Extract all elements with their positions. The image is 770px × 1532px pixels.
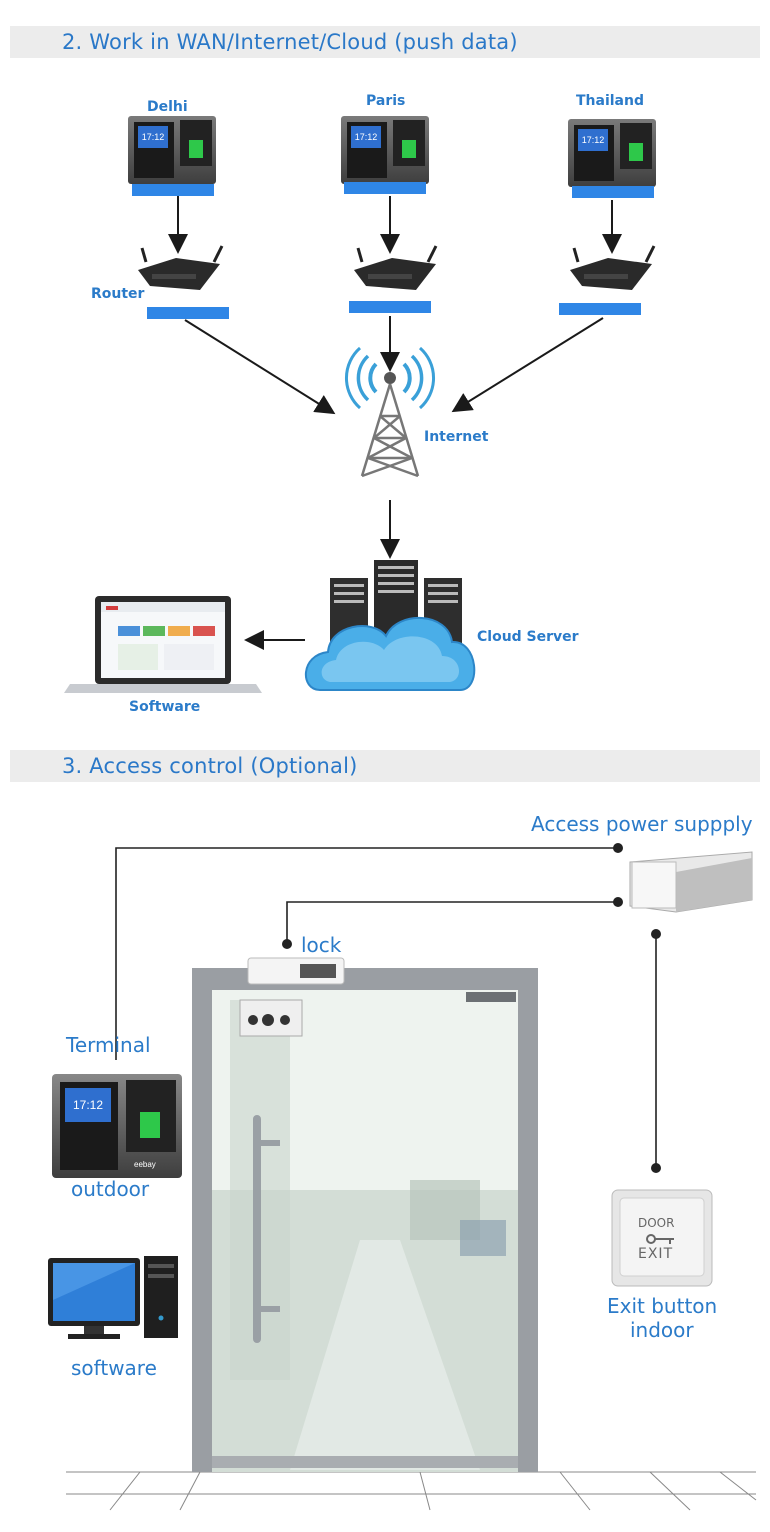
device-screen: 17:12 — [65, 1088, 111, 1122]
device-screen: 17:12 — [138, 126, 168, 148]
router-bar-2 — [349, 301, 431, 313]
arrow-router1-internet — [184, 319, 336, 415]
exit-button-label: Exit button — [607, 1294, 718, 1318]
router-bar-3 — [559, 303, 641, 315]
terminal-device-thailand: 17:12 — [568, 119, 656, 187]
access-power-supply-label: Access power suppply — [531, 812, 753, 836]
internet-tower-icon — [345, 346, 435, 478]
fingerprint-sensor-icon — [629, 143, 643, 161]
cloud-server-label: Cloud Server — [477, 629, 579, 645]
device-bar-paris — [344, 182, 426, 194]
terminal-device-paris: 17:12 — [341, 116, 429, 184]
exit-button-indoor-label: indoor — [630, 1318, 694, 1342]
wan-diagram-lines — [64, 196, 656, 693]
lock-label: lock — [301, 933, 342, 957]
exit-button-exit-text: EXIT — [638, 1246, 674, 1262]
section-2-header: 2. Work in WAN/Internet/Cloud (push data… — [10, 26, 760, 58]
internet-label: Internet — [424, 429, 489, 445]
router-icon-1 — [138, 245, 224, 290]
laptop-icon — [64, 596, 262, 693]
router-bar-1 — [147, 307, 229, 319]
fingerprint-sensor-icon — [140, 1112, 160, 1138]
desktop-computer-icon — [48, 1256, 178, 1339]
terminal-label: Terminal — [66, 1033, 151, 1057]
power-supply-icon — [629, 851, 753, 913]
location-label-paris: Paris — [366, 93, 406, 109]
device-bar-delhi — [132, 184, 214, 196]
outdoor-label: outdoor — [71, 1177, 150, 1201]
software-label-access: software — [71, 1356, 157, 1380]
fingerprint-sensor-icon — [402, 140, 416, 158]
device-screen: 17:12 — [578, 129, 608, 151]
device-brand: eebay — [134, 1160, 156, 1169]
section-3-header: 3. Access control (Optional) — [10, 750, 760, 782]
arrow-router3-internet — [451, 317, 604, 413]
device-screen: 17:12 — [351, 126, 381, 148]
location-label-thailand: Thailand — [576, 93, 644, 109]
terminal-device-delhi: 17:12 — [128, 116, 216, 184]
location-label-delhi: Delhi — [147, 99, 188, 115]
router-label: Router — [91, 286, 145, 302]
exit-button-door-text: DOOR — [638, 1216, 675, 1230]
router-icon-2 — [354, 245, 438, 290]
device-bar-thailand — [572, 186, 654, 198]
lock-device-icon — [239, 957, 345, 1037]
fingerprint-sensor-icon — [189, 140, 203, 158]
router-icon-3 — [570, 245, 656, 290]
section-3-title: 3. Access control (Optional) — [62, 754, 358, 778]
section-2-title: 2. Work in WAN/Internet/Cloud (push data… — [62, 30, 518, 54]
glass-door — [192, 968, 538, 1472]
cloud-server-icon — [305, 560, 476, 691]
terminal-device-outdoor: 17:12 eebay — [52, 1074, 182, 1178]
exit-button-icon — [611, 1189, 713, 1287]
software-label: Software — [129, 699, 201, 715]
